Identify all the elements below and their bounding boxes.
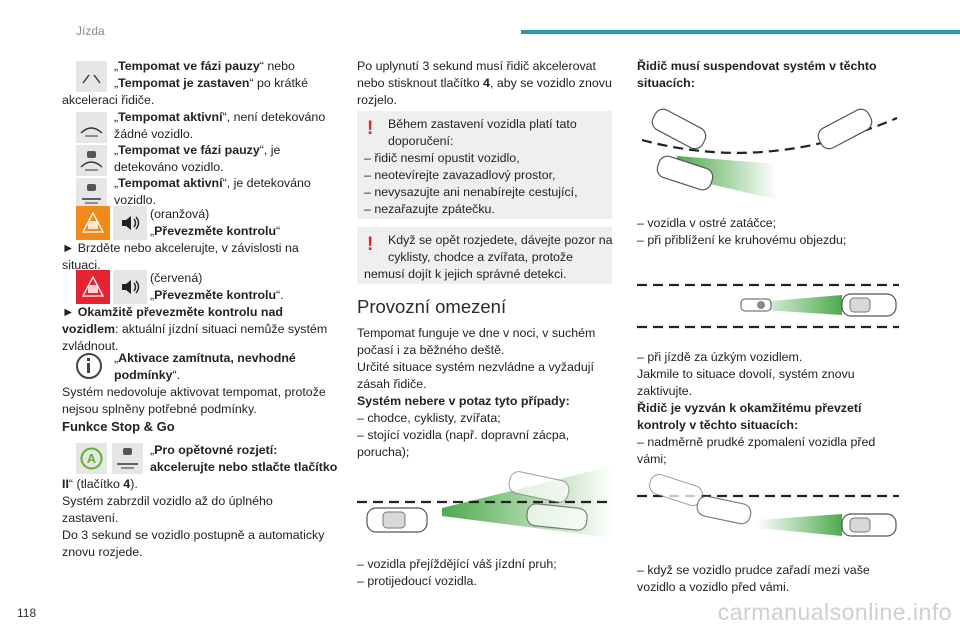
b4-line-1: „Tempomat aktivní“, je detekováno (114, 176, 311, 190)
intro-line-1: Po uplynutí 3 sekund musí řidič akcelero… (357, 59, 596, 73)
car-icon (841, 293, 897, 317)
list3-line-1: – když se vozidlo prudce zařadí mezi vaš… (637, 563, 870, 577)
warning-icon: ! (367, 234, 374, 255)
vehicle-ahead-icon (112, 443, 143, 474)
b3-line-1: „Tempomat ve fázi pauzy“, je (114, 143, 281, 157)
body-line-5: Systém nebere v potaz tyto případy: (357, 394, 570, 408)
list1-line-2: – při přiblížení ke kruhovému objezdu; (637, 233, 847, 247)
warn1-line-4: – neotevírejte zavazadlový prostor, (364, 168, 556, 182)
body-line-2: počasí i za běžného deště. (357, 343, 505, 357)
body-line-8: porucha); (357, 445, 410, 459)
body-line-1: Tempomat funguje ve dne v noci, v suchém (357, 326, 596, 340)
list2-line-3: zaktivujte. (637, 384, 693, 398)
paused-vehicle-detected-icon (76, 145, 107, 176)
car-icon (649, 474, 752, 525)
orange-line-2: „Převezměte kontrolu“ (150, 224, 281, 238)
list3-line-2: vozidlo a vozidlo před vámi. (637, 580, 790, 594)
curve-illustration (641, 108, 898, 200)
list2-line-4: Řidič je vyzván k okamžitému převzetí (637, 401, 862, 415)
page-number: 118 (17, 606, 37, 620)
warning-icon: ! (367, 118, 374, 139)
list2-line-6: – nadměrně prudké zpomalení vozidla před (637, 435, 876, 449)
b4-line-2: vozidlo. (114, 193, 157, 207)
stopgo-line-6: Do 3 sekund se vozidlo postupně a automa… (62, 528, 325, 542)
after-line-1: – vozidla přejíždějící váš jízdní pruh; (357, 557, 557, 571)
stopgo-line-5: zastavení. (62, 511, 119, 525)
warning-box-2: ! Když se opět rozjedete, dávejte pozor … (357, 227, 613, 284)
warn1-line-2: doporučení: (388, 134, 454, 148)
car-icon (508, 471, 588, 531)
info-line-1: „Aktivace zamítnuta, nevhodné (114, 351, 296, 365)
warn2-line-1: Když se opět rozjedete, dávejte pozor na (388, 233, 613, 247)
cyclist-icon (740, 298, 772, 312)
list1-line-1: – vozidla v ostré zatáčce; (637, 216, 777, 230)
header-accent-bar (521, 30, 960, 34)
auto-a-icon: A (76, 443, 107, 474)
head-line-2: situacích: (637, 76, 695, 90)
stopgo-line-2: akcelerujte nebo stlačte tlačítko (150, 460, 338, 474)
b1-line-3: akceleraci řidiče. (62, 93, 155, 107)
list2-line-7: vámi; (637, 452, 667, 466)
info-icon (76, 353, 102, 379)
active-vehicle-detected-icon (76, 178, 107, 209)
info-line-4: nejsou splněny potřebné podmínky. (62, 402, 257, 416)
info-line-3: Systém nedovoluje aktivovat tempomat, pr… (62, 385, 326, 399)
section-title: Provozní omezení (357, 296, 507, 317)
body-line-6: – chodce, cyklisty, zvířata; (357, 411, 501, 425)
car-icon (841, 513, 897, 537)
warn1-line-3: – řidič nesmí opustit vozidlo, (364, 151, 520, 165)
stopgo-line-7: znovu rozjede. (62, 545, 143, 559)
watermark: carmanualsonline.info (717, 599, 952, 625)
list2-line-2: Jakmile to situace dovolí, systém znovu (637, 367, 855, 381)
stopgo-line-3: II“ (tlačítko 4). (62, 477, 138, 491)
svg-text:A: A (87, 451, 97, 466)
warn1-line-5: – nevysazujte ani nenabírejte cestující, (364, 185, 578, 199)
red-label: (červená) (150, 271, 203, 285)
warn2-line-3: nemusí dojít k jejich správné detekci. (364, 267, 567, 281)
stopgo-line-4: Systém zabrzdil vozidlo až do úplného (62, 494, 273, 508)
b2-line-2: žádné vozidlo. (114, 127, 194, 141)
list2-line-5: kontroly v těchto situacích: (637, 418, 799, 432)
red-line-5: zvládnout. (62, 339, 119, 353)
warn1-line-6: – nezařazujte zpátečku. (364, 202, 495, 216)
narrow-vehicle-illustration (637, 283, 899, 329)
stopgo-line-1: „Pro opětovné rozjetí: (150, 443, 278, 457)
car-icon (651, 108, 873, 191)
intro-line-3: rozjelo. (357, 93, 397, 107)
after-line-2: – protijedoucí vozidla. (357, 574, 477, 588)
stopgo-title: Funkce Stop & Go (62, 419, 175, 434)
section-header: Jízda (76, 24, 105, 38)
orange-label: (oranžová) (150, 207, 210, 221)
sound-icon (113, 206, 147, 240)
info-line-2: podmínky“. (114, 368, 181, 382)
b1-line-1: „Tempomat ve fázi pauzy“ nebo (114, 59, 295, 73)
car-icon (366, 507, 428, 533)
body-line-3: Určité situace systém nezvládne a vyžadu… (357, 360, 594, 374)
cruise-paused-icon (76, 61, 107, 92)
warning-box-1: ! Během zastavení vozidla platí tato dop… (357, 111, 612, 219)
b3-line-2: detekováno vozidlo. (114, 160, 224, 174)
red-line-4: vozidlem: aktuální jízdní situaci nemůže… (62, 322, 328, 336)
intro-line-2: nebo stisknout tlačítko 4, aby se vozidl… (357, 76, 612, 90)
red-alert-icon (76, 270, 110, 304)
warn2-line-2: cyklisty, chodce a zvířata, protože (388, 250, 574, 264)
orange-alert-icon (76, 206, 110, 240)
red-line-3: ► Okamžitě převezměte kontrolu nad (62, 305, 283, 319)
body-line-4: zásah řidiče. (357, 377, 427, 391)
b2-line-1: „Tempomat aktivní“, není detekováno (114, 110, 326, 124)
red-line-2: „Převezměte kontrolu“. (150, 288, 284, 302)
head-line-1: Řidič musí suspendovat systém v těchto (637, 59, 877, 73)
list2-line-1: – při jízdě za úzkým vozidlem. (637, 350, 803, 364)
warn1-line-1: Během zastavení vozidla platí tato (388, 117, 577, 131)
sound-icon (113, 270, 147, 304)
sudden-cut-in-illustration (637, 474, 899, 537)
cut-in-illustration (357, 466, 612, 538)
orange-line-3: ► Brzděte nebo akcelerujte, v závislosti… (62, 241, 299, 255)
cruise-active-icon (76, 112, 107, 143)
orange-line-4: situaci. (62, 258, 101, 272)
body-line-7: – stojící vozidla (např. dopravní zácpa, (357, 428, 570, 442)
b1-line-2: „Tempomat je zastaven“ po krátké (114, 76, 308, 90)
